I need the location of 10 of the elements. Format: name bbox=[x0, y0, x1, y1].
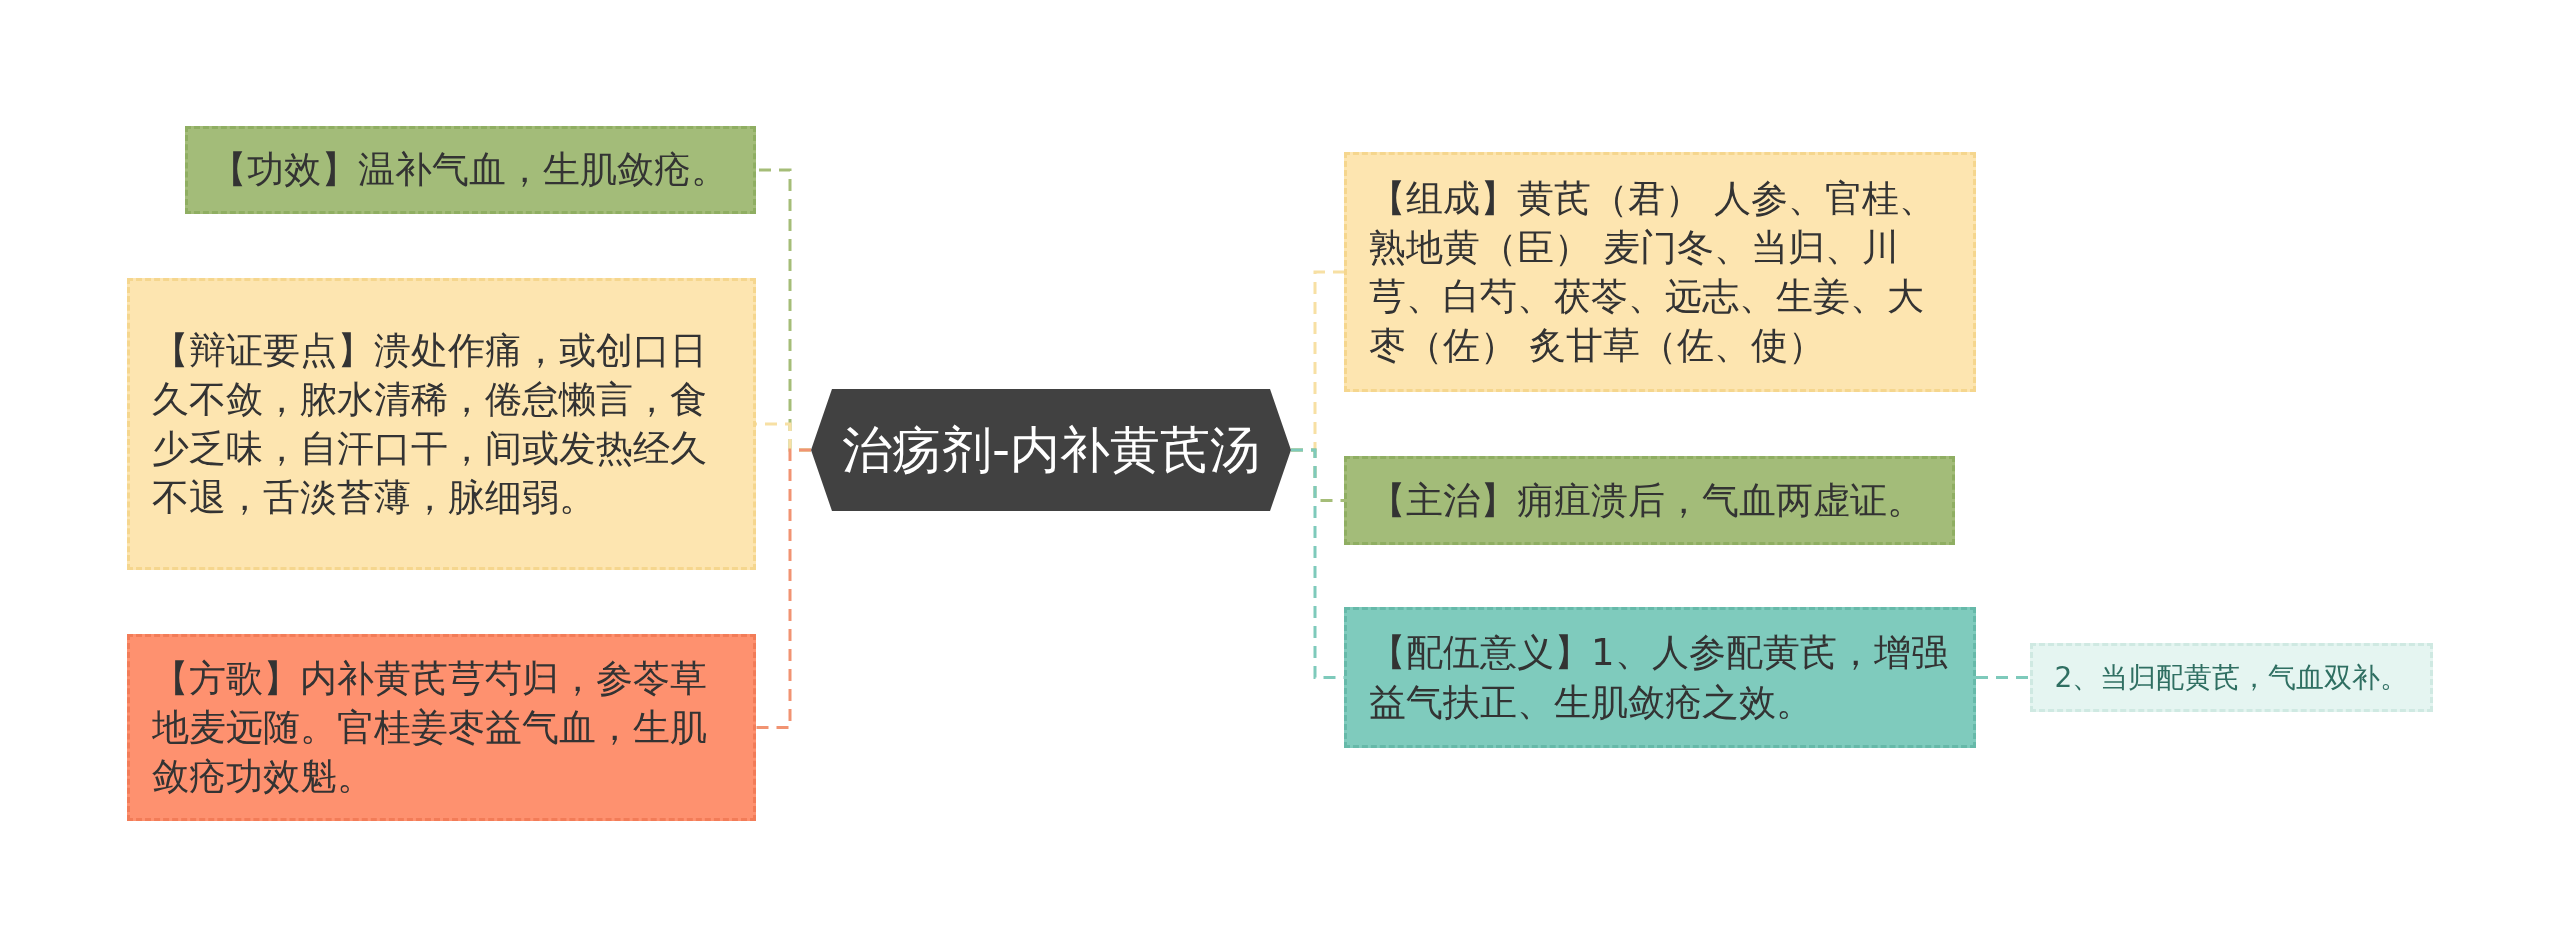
topic-box: 【辩证要点】溃处作痛，或创口日久不敛，脓水清稀，倦怠懒言，食少乏味，自汗口干，间或发热经久不退，舌淡苔薄，脉细弱。 bbox=[127, 278, 756, 570]
topic-box: 【功效】温补气血，生肌敛疮。 bbox=[185, 126, 756, 214]
connector bbox=[756, 448, 811, 729]
topic-box: 【配伍意义】1、人参配黄芪，增强益气扶正、生肌敛疮之效。 bbox=[1344, 607, 1976, 748]
topic-box: 【主治】痈疽溃后，气血两虚证。 bbox=[1344, 456, 1955, 545]
subtopic-box: 2、当归配黄芪，气血双补。 bbox=[2030, 643, 2433, 712]
topic-hexagon: 治疡剂-内补黄芪汤 bbox=[811, 389, 1291, 511]
topic-box: 【方歌】内补黄芪芎芍归，参苓草地麦远随。官桂姜枣益气血，生肌敛疮功效魁。 bbox=[127, 634, 756, 821]
topic-box: 【组成】黄芪（君） 人参、官桂、熟地黄（臣） 麦门冬、当归、川芎、白芍、茯苓、远志、生姜、大枣（佐） 炙甘草（佐、使） bbox=[1344, 152, 1976, 392]
connector bbox=[1976, 676, 2030, 679]
